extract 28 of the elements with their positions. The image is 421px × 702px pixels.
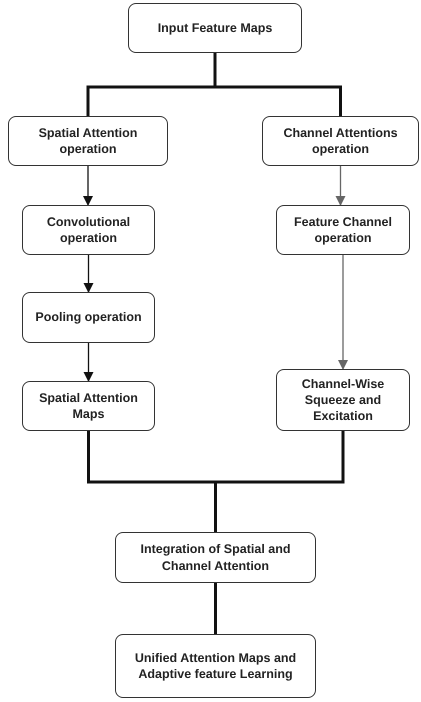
- process-box: [128, 3, 302, 53]
- connector-line: [214, 53, 342, 116]
- arrow: [336, 166, 346, 206]
- connector-line: [214, 583, 217, 634]
- box-label: Feature Channel operation: [293, 214, 393, 246]
- process-box: [276, 205, 410, 255]
- box-label: Spatial Attention Maps: [38, 390, 139, 422]
- arrow: [84, 343, 94, 382]
- process-box: [8, 116, 168, 166]
- process-box: [115, 634, 316, 698]
- process-box: [22, 381, 155, 431]
- box-label: Integration of Spatial and Channel Attention: [139, 541, 292, 574]
- process-box: [22, 205, 155, 255]
- arrow: [338, 255, 348, 370]
- process-box: [276, 369, 410, 431]
- process-box: [262, 116, 419, 166]
- box-label: Input Feature Maps: [158, 20, 272, 36]
- box-label: Pooling operation: [35, 309, 142, 326]
- process-box: [22, 292, 155, 343]
- box-label: Channel Attentions operation: [282, 124, 399, 158]
- arrow: [84, 255, 94, 293]
- box-label: Convolutional operation: [46, 214, 132, 246]
- process-box: [115, 532, 316, 583]
- connector-line: [214, 431, 344, 532]
- arrow: [83, 166, 93, 206]
- box-label: Channel-Wise Squeeze and Excitation: [300, 376, 386, 424]
- box-label: Spatial Attention operation: [38, 124, 138, 158]
- box-label: Unified Attention Maps and Adaptive feature Learning: [134, 650, 298, 682]
